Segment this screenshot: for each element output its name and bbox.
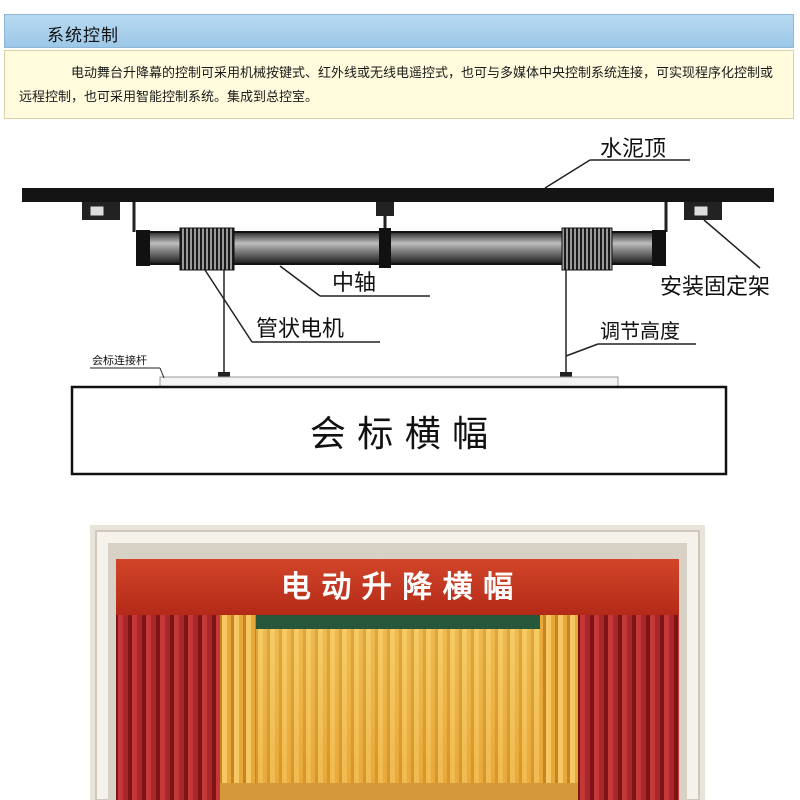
gold-curtain-right <box>540 615 580 800</box>
mount-leader <box>703 219 761 269</box>
motor-coil-right <box>561 227 613 271</box>
banner-text: 会 标 横 幅 <box>310 414 488 455</box>
description-box: 电动舞台升降幕的控制可采用机械按键式、红外线或无线电遥控式，也可与多媒体中央控制… <box>4 50 794 119</box>
red-curtain-right <box>578 615 679 800</box>
height-leader <box>565 343 599 357</box>
installation-diagram: 水泥顶 安装固定架 <box>0 120 800 520</box>
label-motor: 管状电机 <box>256 317 344 342</box>
stage-photo: 电 动 升 降 横 幅 <box>90 525 705 800</box>
section-title: 系统控制 <box>47 26 119 46</box>
label-shaft: 中轴 <box>332 271 376 296</box>
ceiling-leader <box>544 159 591 189</box>
ceiling-slab <box>22 188 774 202</box>
label-connector-rod: 会标连接杆 <box>92 353 147 367</box>
label-mount: 安装固定架 <box>660 275 770 300</box>
motor-coil-left <box>179 227 235 271</box>
stage-banner <box>116 559 679 615</box>
label-height-adjust: 调节高度 <box>600 319 680 343</box>
shaft-end-left <box>136 230 150 266</box>
stage-floor <box>220 783 578 800</box>
red-curtain-left <box>116 615 220 800</box>
label-ceiling: 水泥顶 <box>600 137 666 162</box>
gold-curtain-left <box>216 615 256 800</box>
motor-leader <box>204 269 253 343</box>
description-text: 电动舞台升降幕的控制可采用机械按键式、红外线或无线电遥控式，也可与多媒体中央控制… <box>19 66 774 105</box>
shaft-end-right <box>652 230 666 266</box>
shaft-coupler <box>379 228 391 268</box>
shaft-leader <box>279 265 321 297</box>
stage-banner-text: 电 动 升 降 横 幅 <box>281 570 513 605</box>
right-mount-bracket <box>664 202 722 232</box>
left-mount-bracket <box>82 202 136 232</box>
section-header: 系统控制 <box>4 14 794 48</box>
connector-rod <box>159 376 619 388</box>
banner-panel <box>70 385 728 476</box>
center-hanger <box>376 202 394 232</box>
